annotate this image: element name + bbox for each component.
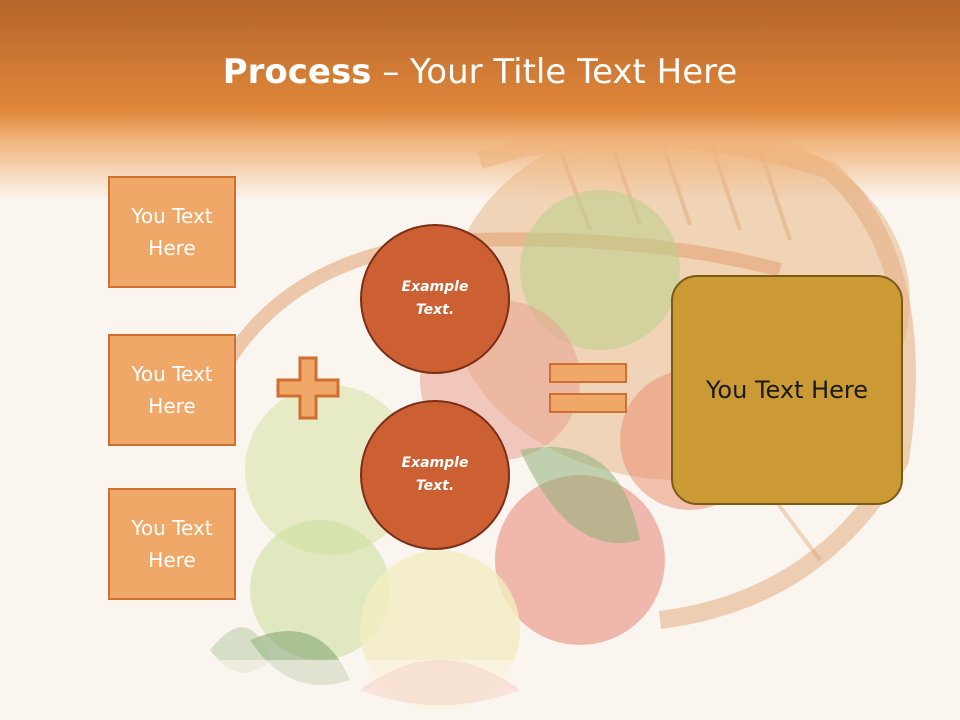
example-circle-1: Example Text. <box>360 224 510 374</box>
text-box-1-label: You Text Here <box>131 204 213 260</box>
slide-title: Process – Your Title Text Here <box>0 52 960 92</box>
plus-icon <box>276 356 340 420</box>
text-box-3-label: You Text Here <box>131 516 213 572</box>
example-circle-2: Example Text. <box>360 400 510 550</box>
title-strong: Process <box>222 52 372 92</box>
header-band <box>0 0 960 200</box>
equals-icon <box>549 363 627 413</box>
title-rest: – Your Title Text Here <box>371 52 738 92</box>
example-circle-1-label: Example Text. <box>401 279 469 318</box>
text-box-3: You Text Here <box>108 488 236 600</box>
result-box: You Text Here <box>671 275 903 505</box>
example-circle-2-label: Example Text. <box>401 455 469 494</box>
text-box-1: You Text Here <box>108 176 236 288</box>
result-box-label: You Text Here <box>705 376 869 404</box>
text-box-2: You Text Here <box>108 334 236 446</box>
text-box-2-label: You Text Here <box>131 362 213 418</box>
